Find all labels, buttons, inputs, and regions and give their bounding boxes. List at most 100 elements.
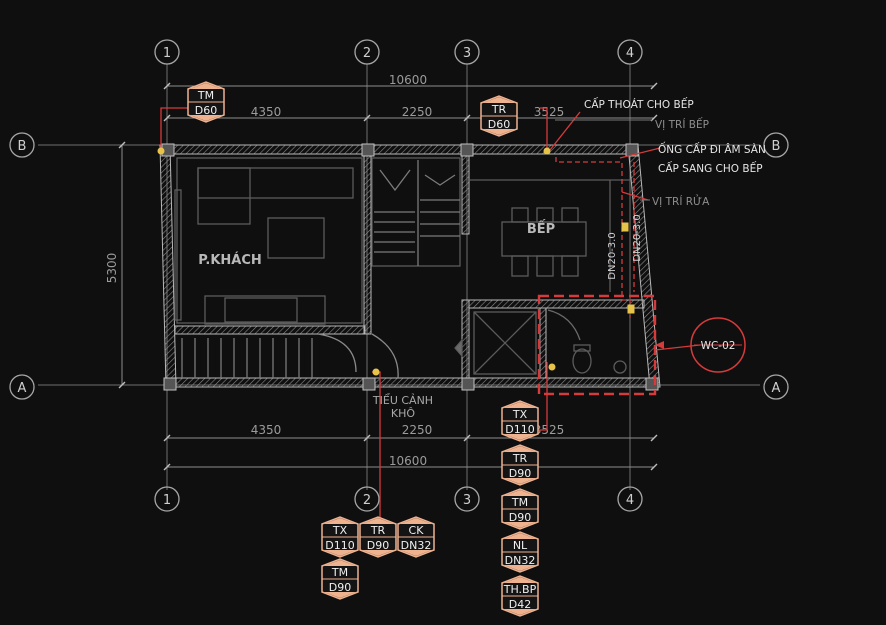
pipe-tag-tx-a: TX D110	[321, 516, 359, 558]
pipe-tag-cap-top	[504, 533, 536, 539]
grid-lines	[38, 64, 760, 490]
note-sink-position: VỊ TRÍ RỬA	[652, 194, 710, 208]
dim-seg1-bottom: 4350	[251, 423, 282, 437]
pipe-tag-diameter: DN32	[505, 554, 536, 567]
grid-label-b-left: B	[18, 139, 27, 154]
pipe-tag-tm-b: TM D90	[501, 488, 539, 530]
wc-label: WC-02	[701, 340, 736, 352]
grid-label-3-top: 3	[463, 46, 471, 61]
pipe-tag-thbp-b: TH.BP D42	[501, 575, 539, 617]
pipe-tag-diameter: D90	[367, 539, 389, 552]
pipe-tag-diameter: D42	[509, 598, 531, 611]
pipe-tag-tr-top: TR D60	[480, 95, 518, 137]
pipe-tag-type: TR	[370, 524, 386, 537]
note-leader-lines	[555, 119, 652, 201]
dim-total-bottom: 10600	[389, 454, 427, 468]
pipe-tag-cap-bottom	[483, 129, 515, 135]
grid-label-3-bottom: 3	[463, 493, 471, 508]
pipe-tag-type: NL	[513, 539, 528, 552]
grid-label-b-right: B	[772, 139, 781, 154]
pipe-tag-tr-b: TR D90	[501, 444, 539, 486]
pipe-routes-dashed	[555, 157, 635, 318]
grid-label-2-bottom: 2	[363, 493, 371, 508]
dim-seg1-top: 4350	[251, 105, 282, 119]
dim-seg3-top: 3525	[534, 105, 565, 119]
pipe-tag-cap-bottom	[362, 550, 394, 556]
wc-callout-circle	[690, 317, 746, 373]
room-label-courtyard-2: KHÔ	[391, 407, 415, 420]
note-pipe-line-1: ỐNG CẤP ĐI ÂM SÀN	[658, 142, 766, 156]
pipe-tag-cap-bottom	[504, 478, 536, 484]
pipe-tag-type: TM	[331, 566, 348, 579]
pipe-tag-tr-a: TR D90	[359, 516, 397, 558]
grid-bubbles	[9, 39, 789, 512]
pipe-tag-cap-top	[190, 83, 222, 89]
pipe-tag-cap-bottom	[504, 522, 536, 528]
pipe-tag-cap-bottom	[324, 592, 356, 598]
pipe-tag-cap-top	[324, 518, 356, 524]
room-label-courtyard-1: TIỂU CẢNH	[372, 393, 433, 407]
pipe-tag-cap-bottom	[504, 609, 536, 615]
wc-callout-arrow	[655, 341, 664, 349]
pipe-lines	[160, 107, 701, 520]
pipe-tag-cap-bottom	[400, 550, 432, 556]
pipe-tag-type: TX	[332, 524, 348, 537]
room-label-living: P.KHÁCH	[198, 252, 262, 268]
pipe-tag-cap-bottom	[504, 434, 536, 440]
dim-seg3-bottom: 3525	[534, 423, 565, 437]
pipe-tag-cap-bottom	[190, 115, 222, 121]
pipe-markers	[157, 147, 635, 376]
pipe-tag-type: TH.BP	[503, 583, 537, 596]
pipe-tag-diameter: D90	[329, 581, 351, 594]
grid-label-4-bottom: 4	[626, 493, 634, 508]
pipe-tag-diameter: D60	[195, 104, 217, 117]
room-label-kitchen: BẾP	[527, 220, 555, 237]
pipe-tag-diameter: D110	[505, 423, 534, 436]
pipe-tag-tx-b: TX D110	[501, 400, 539, 442]
pipe-tag-tm-a: TM D90	[321, 558, 359, 600]
dim-dn-right: DN20-3.0	[632, 214, 643, 261]
grid-label-4-top: 4	[626, 46, 634, 61]
pipe-tag-cap-top	[504, 446, 536, 452]
grid-label-1-bottom: 1	[163, 493, 171, 508]
pipe-tag-cap-top	[324, 560, 356, 566]
dim-dn-left: DN20-3.0	[607, 232, 618, 279]
pipe-tag-cap-top	[504, 577, 536, 583]
pipe-tag-cap-top	[362, 518, 394, 524]
pipe-tag-type: CK	[409, 524, 425, 537]
pipe-tag-diameter: DN32	[401, 539, 432, 552]
pipe-tag-cap-top	[504, 402, 536, 408]
pipe-tag-cap-bottom	[504, 565, 536, 571]
pipe-tag-type: TM	[511, 496, 528, 509]
note-pipe-line-2: CẤP SANG CHO BẾP	[658, 161, 763, 175]
pipe-tag-cap-top	[504, 490, 536, 496]
pipe-tag-ck-a: CK DN32	[397, 516, 435, 558]
pipe-tag-type: TX	[512, 408, 528, 421]
pipe-tag-diameter: D90	[509, 467, 531, 480]
pipe-tag-diameter: D60	[488, 118, 510, 131]
dim-seg2-bottom: 2250	[402, 423, 433, 437]
note-kitchen-position: VỊ TRÍ BẾP	[655, 117, 709, 131]
dimension-lines	[118, 82, 658, 471]
pipe-tag-diameter: D110	[325, 539, 354, 552]
note-kitchen-supply: CẤP THOÁT CHO BẾP	[584, 97, 694, 111]
grid-label-a-left: A	[18, 381, 27, 396]
furniture	[174, 157, 630, 379]
pipe-tag-cap-top	[400, 518, 432, 524]
pipe-tag-nl-b: NL DN32	[501, 531, 539, 573]
dim-seg2-top: 2250	[402, 105, 433, 119]
pipe-tag-cap-bottom	[324, 550, 356, 556]
pipe-tag-tm-top: TM D60	[187, 81, 225, 123]
pipe-tag-cap-top	[483, 97, 515, 103]
grid-label-2-top: 2	[363, 46, 371, 61]
dim-height: 5300	[105, 253, 119, 284]
grid-label-a-right: A	[772, 381, 781, 396]
grid-label-1-top: 1	[163, 46, 171, 61]
pipe-tag-diameter: D90	[509, 511, 531, 524]
pipe-tag-type: TR	[512, 452, 528, 465]
dim-total-top: 10600	[389, 73, 427, 87]
pipe-tag-type: TR	[491, 103, 507, 116]
pipe-tag-type: TM	[197, 89, 214, 102]
